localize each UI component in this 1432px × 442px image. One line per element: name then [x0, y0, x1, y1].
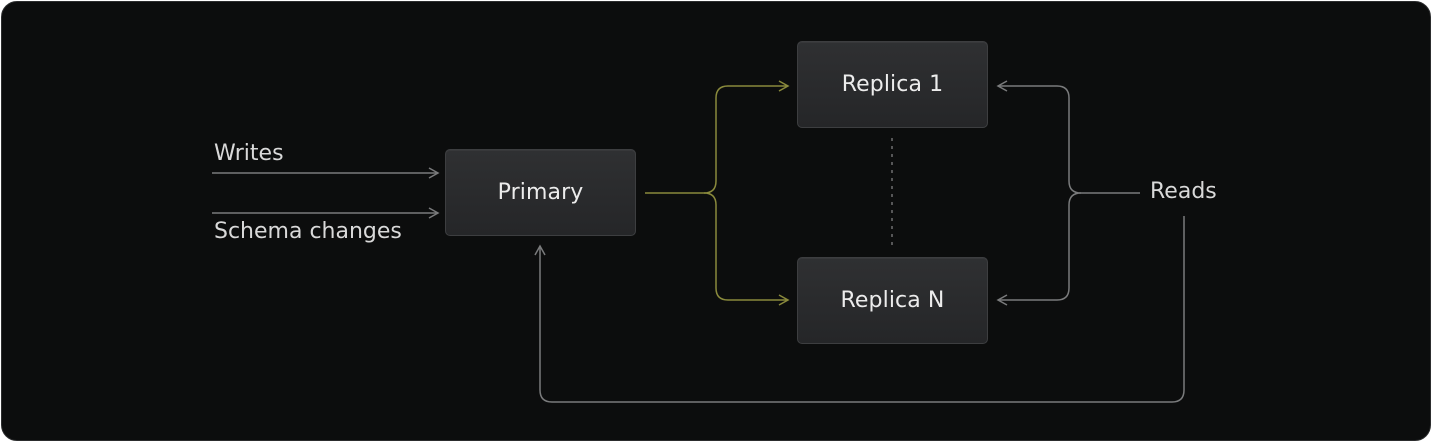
primary-node-label: Primary: [497, 180, 584, 205]
replication-branch-lower: [703, 192, 790, 306]
replication-branch: [645, 80, 790, 194]
reads-branch-lower: [996, 192, 1082, 306]
reads-to-primary-loop: [534, 216, 1185, 403]
replica-first-node-label: Replica 1: [841, 72, 944, 97]
schema-changes-label: Schema changes: [214, 219, 402, 244]
replica-last-node-label: Replica N: [840, 288, 945, 313]
primary-node: Primary: [445, 149, 636, 236]
replica-first-node: Replica 1: [797, 41, 988, 128]
reads-branch-upper: [996, 80, 1140, 194]
replica-last-node: Replica N: [797, 257, 988, 344]
reads-label: Reads: [1150, 179, 1217, 204]
writes-label: Writes: [214, 141, 284, 166]
